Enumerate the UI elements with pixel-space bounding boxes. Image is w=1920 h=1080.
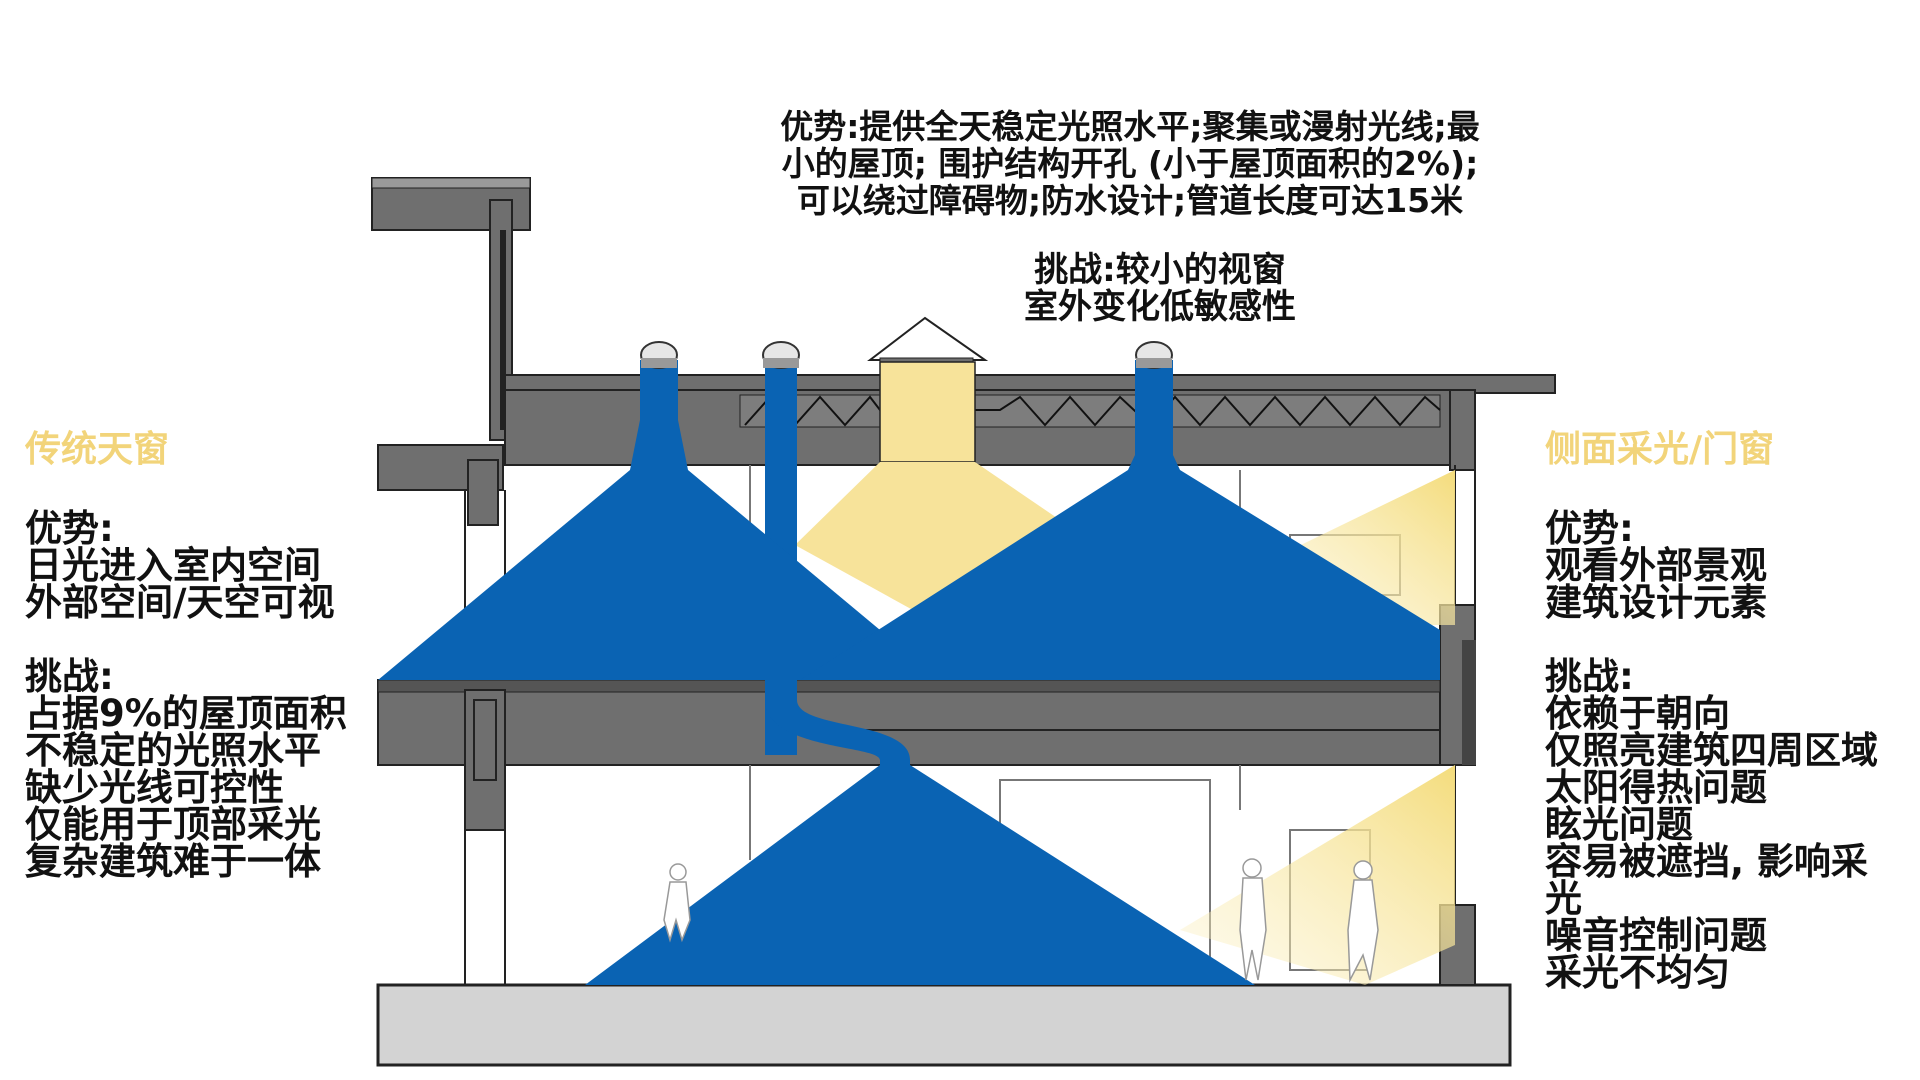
ground-slab (376, 983, 1512, 1067)
right-challenge-1: 依赖于朝向 (1545, 692, 1730, 735)
person-silhouette-middle (1239, 858, 1267, 981)
left-challenge-3: 缺少光线可控性 (25, 766, 284, 809)
left-challenges-title: 挑战: (25, 655, 114, 698)
tube-light-cone-3 (800, 470, 1440, 680)
left-advantage-1: 日光进入室内空间 (25, 544, 321, 587)
right-advantage-2: 建筑设计元素 (1545, 581, 1767, 624)
top-challenges-note: 挑战:较小的视窗 室外变化低敏感性 (940, 252, 1380, 326)
top-challenges-line-1: 挑战:较小的视窗 (1034, 250, 1286, 290)
right-challenge-5-cont: 光 (1545, 877, 1582, 920)
tube-light-cone-1 (378, 470, 940, 680)
person-silhouette-right (1347, 860, 1379, 983)
left-challenge-5: 复杂建筑难于一体 (25, 840, 321, 883)
tube-2-lower-duct (765, 680, 910, 770)
right-advantage-1: 观看外部景观 (1545, 544, 1767, 587)
left-advantages-title: 优势: (25, 507, 114, 550)
right-advantages-title: 优势: (1545, 507, 1634, 550)
right-panel-heading: 侧面采光/门窗 (1545, 429, 1775, 470)
left-advantage-2: 外部空间/天空可视 (25, 581, 335, 624)
left-panel-heading: 传统天窗 (25, 429, 170, 470)
middle-floor-slab (377, 679, 1441, 831)
side-light-lower (1180, 765, 1455, 985)
traditional-skylight (795, 316, 1060, 625)
right-challenge-6: 噪音控制问题 (1545, 914, 1767, 957)
person-silhouette-left (663, 863, 691, 943)
top-advantages-line-2: 小的屋顶; 围护结构开孔 (小于屋顶面积的2%); (781, 144, 1479, 183)
left-challenge-2: 不稳定的光照水平 (25, 729, 321, 772)
left-challenge-4: 仅能用于顶部采光 (25, 803, 321, 846)
tube-light-cone-2 (585, 765, 1255, 985)
top-advantages-line-3: 可以绕过障碍物;防水设计;管道长度可达15米 (796, 181, 1464, 220)
right-challenge-2: 仅照亮建筑四周区域 (1545, 729, 1878, 772)
right-challenge-3: 太阳得热问题 (1545, 766, 1767, 809)
right-challenge-7: 采光不均匀 (1545, 951, 1730, 994)
top-challenges-line-2: 室外变化低敏感性 (1024, 287, 1296, 327)
left-panel: 传统天窗 优势: 日光进入室内空间 外部空间/天空可视 挑战: 占据9%的屋顶面… (25, 420, 375, 880)
top-advantages-note: 优势:提供全天稳定光照水平;聚集或漫射光线;最 小的屋顶; 围护结构开孔 (小于… (700, 108, 1560, 219)
tube-1 (630, 341, 688, 470)
right-panel: 侧面采光/门窗 优势: 观看外部景观 建筑设计元素 挑战: 依赖于朝向 仅照亮建… (1545, 420, 1915, 991)
right-challenges-title: 挑战: (1545, 655, 1634, 698)
right-challenge-4: 眩光问题 (1545, 803, 1693, 846)
top-advantages-line-1: 优势:提供全天稳定光照水平;聚集或漫射光线;最 (780, 107, 1480, 146)
tube-3 (1128, 341, 1180, 470)
right-challenge-5: 容易被遮挡, 影响采 (1545, 840, 1868, 883)
left-challenge-1: 占据9%的屋顶面积 (25, 692, 347, 735)
